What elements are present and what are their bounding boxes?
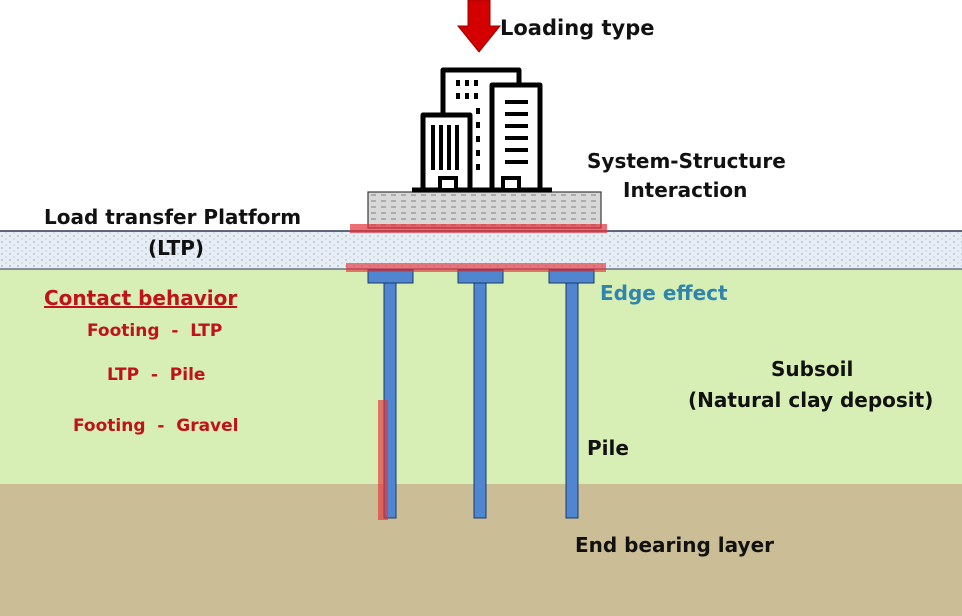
loading-type-label: Loading type	[500, 16, 655, 40]
contact-behavior-heading: Contact behavior	[44, 286, 238, 310]
natural-clay-label: (Natural clay deposit)	[688, 388, 934, 412]
ltp-layer	[0, 231, 962, 269]
ltp-abbrev-label: (LTP)	[148, 236, 205, 260]
building-windows	[431, 80, 528, 170]
ltp-pile-contact-highlight	[346, 263, 606, 272]
end-bearing-layer-label: End bearing layer	[575, 533, 774, 557]
footing-ltp-contact-highlight	[350, 224, 607, 233]
pile-label: Pile	[587, 436, 629, 460]
footing-gravel-label: Footing - Gravel	[73, 416, 239, 436]
pile-gravel-contact-highlight	[378, 400, 388, 520]
pile-2-shaft	[473, 281, 487, 519]
subsoil-label: Subsoil	[771, 357, 854, 381]
ltp-pile-label: LTP - Pile	[107, 365, 206, 385]
footing	[367, 191, 602, 229]
down-arrow-icon	[456, 0, 502, 53]
footing-ltp-label: Footing - LTP	[87, 321, 223, 341]
interaction-label: Interaction	[623, 178, 748, 202]
ltp-title-label: Load transfer Platform	[44, 205, 302, 229]
pile-3-shaft	[565, 281, 579, 519]
edge-effect-label: Edge effect	[600, 281, 728, 305]
system-structure-label: System-Structure	[587, 149, 786, 173]
building-doors	[438, 176, 521, 192]
